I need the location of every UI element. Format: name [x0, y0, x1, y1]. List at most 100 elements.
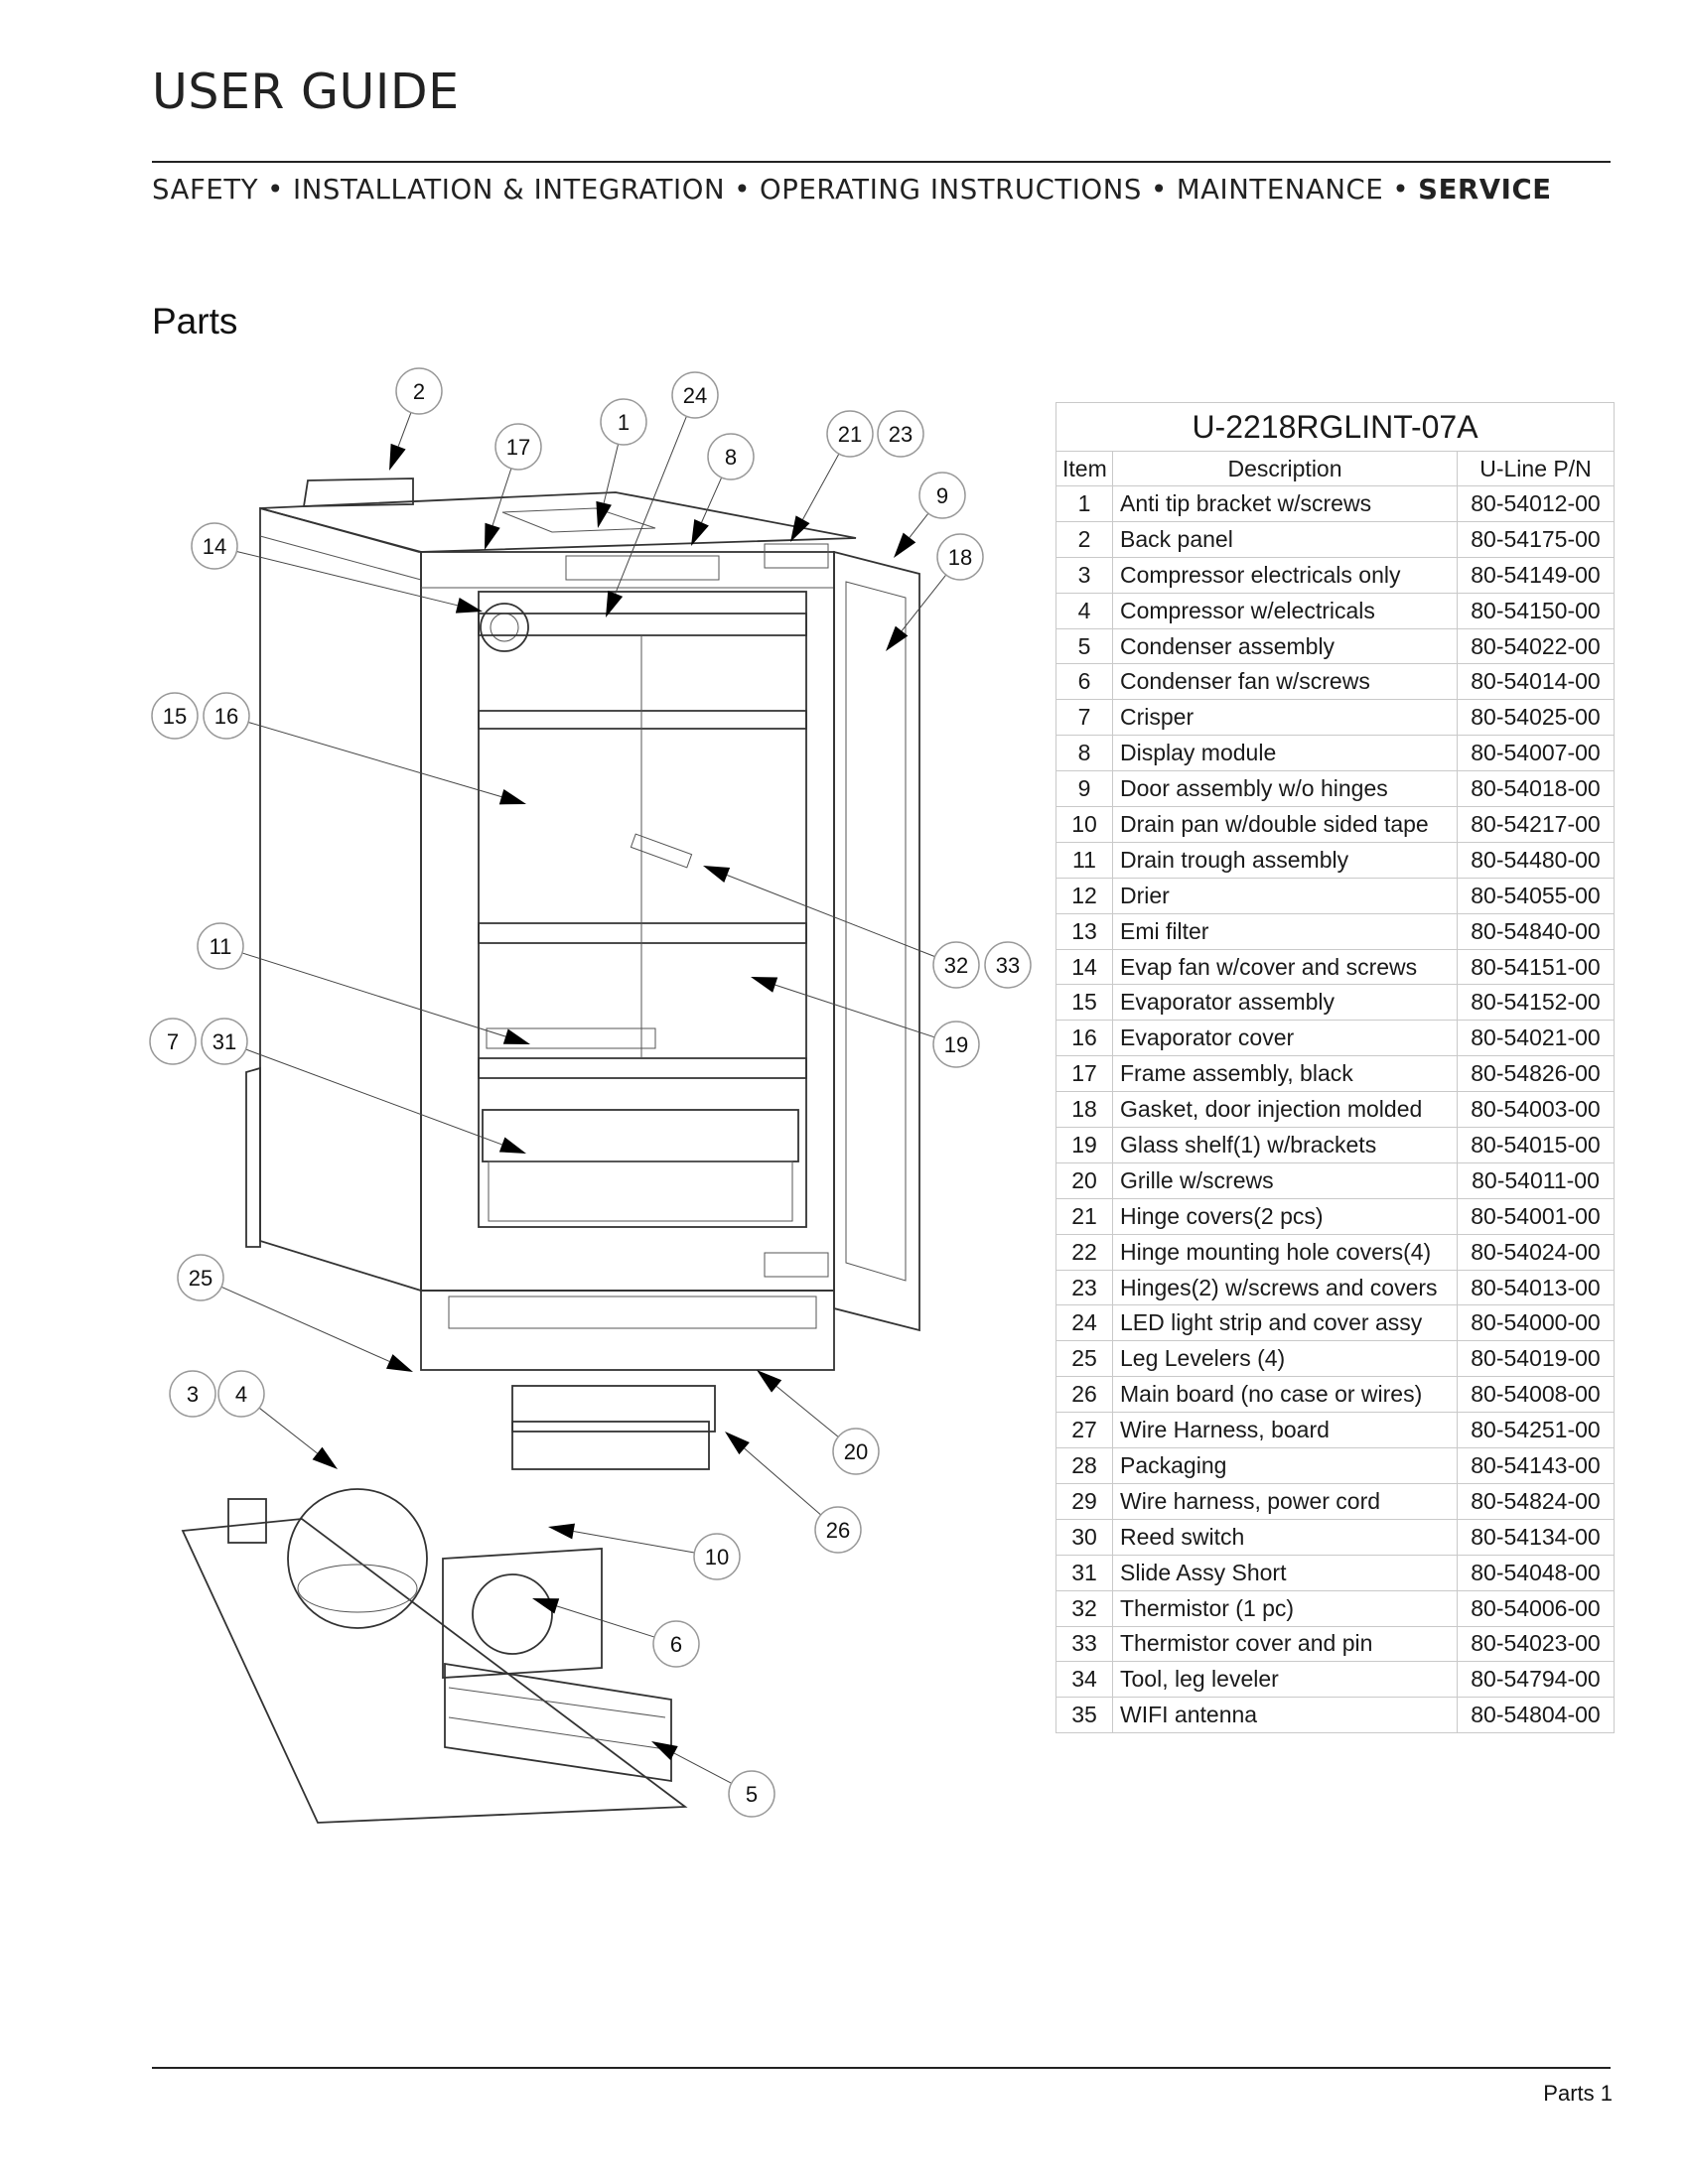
callout-arrowhead — [548, 1523, 575, 1540]
callout-number: 7 — [167, 1029, 179, 1054]
callout-circle — [169, 1370, 216, 1418]
cell-item-number: 9 — [1055, 770, 1113, 808]
callout-arrowhead — [894, 532, 916, 558]
cell-description: Gasket, door injection molded — [1112, 1091, 1458, 1129]
callout-arrowhead — [703, 866, 731, 883]
callout-arrowhead — [498, 1137, 526, 1154]
callout-leader-line — [258, 1407, 318, 1454]
cell-part-number: 80-54840-00 — [1457, 912, 1615, 950]
cell-part-number: 80-54006-00 — [1457, 1589, 1615, 1627]
callout-number: 2 — [413, 379, 425, 404]
callout-number: 1 — [618, 410, 630, 435]
cell-part-number: 80-54150-00 — [1457, 592, 1615, 629]
cell-item-number: 30 — [1055, 1518, 1113, 1556]
callout-number: 26 — [826, 1518, 850, 1543]
column-header-item: Item — [1055, 451, 1113, 486]
cell-description: Thermistor (1 pc) — [1112, 1589, 1458, 1627]
cell-item-number: 5 — [1055, 627, 1113, 665]
callout-circle — [217, 1370, 265, 1418]
callout-arrowhead — [498, 788, 526, 805]
callout-arrowhead — [606, 590, 624, 617]
cell-description: Hinges(2) w/screws and covers — [1112, 1269, 1458, 1306]
callout-arrowhead — [532, 1598, 560, 1614]
nav-item-installation-integration: INSTALLATION & INTEGRATION — [293, 174, 726, 205]
cell-item-number: 7 — [1055, 699, 1113, 737]
callout-leader-line — [573, 1531, 695, 1554]
cell-item-number: 35 — [1055, 1697, 1113, 1734]
cell-item-number: 2 — [1055, 520, 1113, 558]
cell-item-number: 1 — [1055, 485, 1113, 522]
callout-number: 32 — [944, 953, 968, 978]
cell-description: Evaporator assembly — [1112, 984, 1458, 1022]
callout-leader-line — [556, 1605, 655, 1638]
callout-arrowhead — [455, 598, 483, 614]
cell-part-number: 80-54011-00 — [1457, 1161, 1615, 1199]
cell-part-number: 80-54022-00 — [1457, 627, 1615, 665]
callout-circle — [191, 522, 238, 570]
cell-description: Wire Harness, board — [1112, 1412, 1458, 1449]
callout-leader-line — [701, 477, 723, 523]
cell-item-number: 8 — [1055, 735, 1113, 772]
callout-arrowhead — [385, 1354, 413, 1372]
callout-leader-line — [744, 1447, 821, 1516]
cell-description: Anti tip bracket w/screws — [1112, 485, 1458, 522]
callout-circle — [149, 1018, 197, 1065]
callout-arrowhead — [691, 518, 709, 546]
guide-title: USER GUIDE — [152, 64, 460, 120]
callout-number: 15 — [163, 704, 187, 729]
table-model-title: U-2218RGLINT-07A — [1055, 402, 1615, 452]
cell-part-number: 80-54794-00 — [1457, 1661, 1615, 1699]
callout-circle — [936, 533, 984, 581]
cell-part-number: 80-54015-00 — [1457, 1127, 1615, 1163]
parts-table: U-2218RGLINT-07A Item Description U-Line… — [1055, 402, 1615, 1734]
callout-arrowhead — [790, 515, 810, 542]
nav-item-safety: SAFETY — [152, 174, 259, 205]
header-rule — [152, 161, 1611, 163]
cell-part-number: 80-54001-00 — [1457, 1197, 1615, 1235]
callout-circle — [814, 1506, 862, 1554]
cell-part-number: 80-54008-00 — [1457, 1376, 1615, 1414]
callout-circle — [201, 1018, 248, 1065]
cell-description: Hinge mounting hole covers(4) — [1112, 1233, 1458, 1271]
cell-description: LED light strip and cover assy — [1112, 1304, 1458, 1342]
cell-part-number: 80-54055-00 — [1457, 877, 1615, 914]
callout-leader-line — [775, 1386, 839, 1437]
callout-leader-line — [909, 512, 929, 538]
cell-description: Thermistor cover and pin — [1112, 1625, 1458, 1663]
cell-description: Leg Levelers (4) — [1112, 1340, 1458, 1378]
callout-circle — [395, 367, 443, 415]
callout-number: 24 — [683, 383, 707, 408]
callout-circle — [494, 423, 542, 471]
cell-item-number: 28 — [1055, 1447, 1113, 1484]
callout-leader-line — [220, 1286, 390, 1362]
cell-item-number: 11 — [1055, 841, 1113, 879]
callout-number: 9 — [936, 483, 948, 508]
cell-description: Tool, leg leveler — [1112, 1661, 1458, 1699]
callout-arrowhead — [596, 500, 612, 528]
cell-item-number: 14 — [1055, 948, 1113, 986]
nav-separator: • — [1392, 174, 1410, 205]
callout-circle — [652, 1620, 700, 1668]
callout-circle — [826, 410, 874, 458]
callout-circle — [151, 692, 199, 740]
cell-item-number: 24 — [1055, 1304, 1113, 1342]
section-nav: SAFETY•INSTALLATION & INTEGRATION•OPERAT… — [152, 174, 1611, 205]
callout-number: 31 — [212, 1029, 236, 1054]
callout-leader-line — [603, 444, 620, 503]
cell-description: Crisper — [1112, 699, 1458, 737]
callout-leader-line — [615, 416, 687, 595]
callout-arrowhead — [502, 1028, 530, 1044]
cell-part-number: 80-54048-00 — [1457, 1554, 1615, 1591]
